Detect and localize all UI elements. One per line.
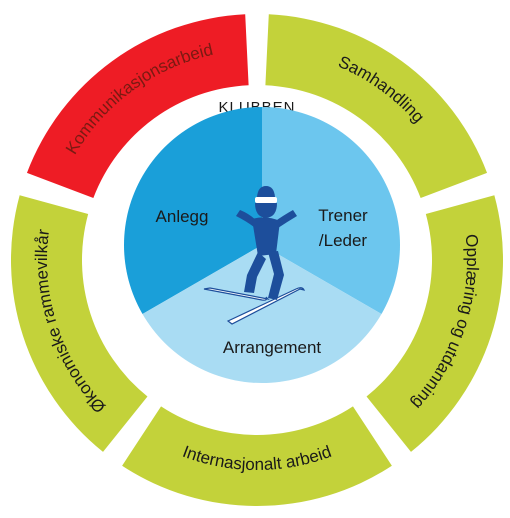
ring-segment-okonomiske-rammevilkar xyxy=(10,195,148,452)
label-leder: /Leder xyxy=(319,231,368,250)
ring-segment-opplaering-og-utdanning xyxy=(366,195,504,452)
section-anlegg xyxy=(124,107,263,314)
label-arrangement: Arrangement xyxy=(223,338,322,357)
outer-ring xyxy=(10,14,504,506)
section-trener-leder xyxy=(262,107,400,314)
skier-icon xyxy=(203,186,306,325)
ring-segment-internasjonalt-arbeid xyxy=(122,406,392,506)
section-arrangement xyxy=(142,245,382,383)
ring-segment-samhandling xyxy=(265,14,488,198)
label-trener: Trener xyxy=(318,206,368,225)
inner-circle xyxy=(124,107,400,383)
label-anlegg: Anlegg xyxy=(156,207,209,226)
ring-segment-kommunikasjonsarbeid xyxy=(26,14,249,198)
